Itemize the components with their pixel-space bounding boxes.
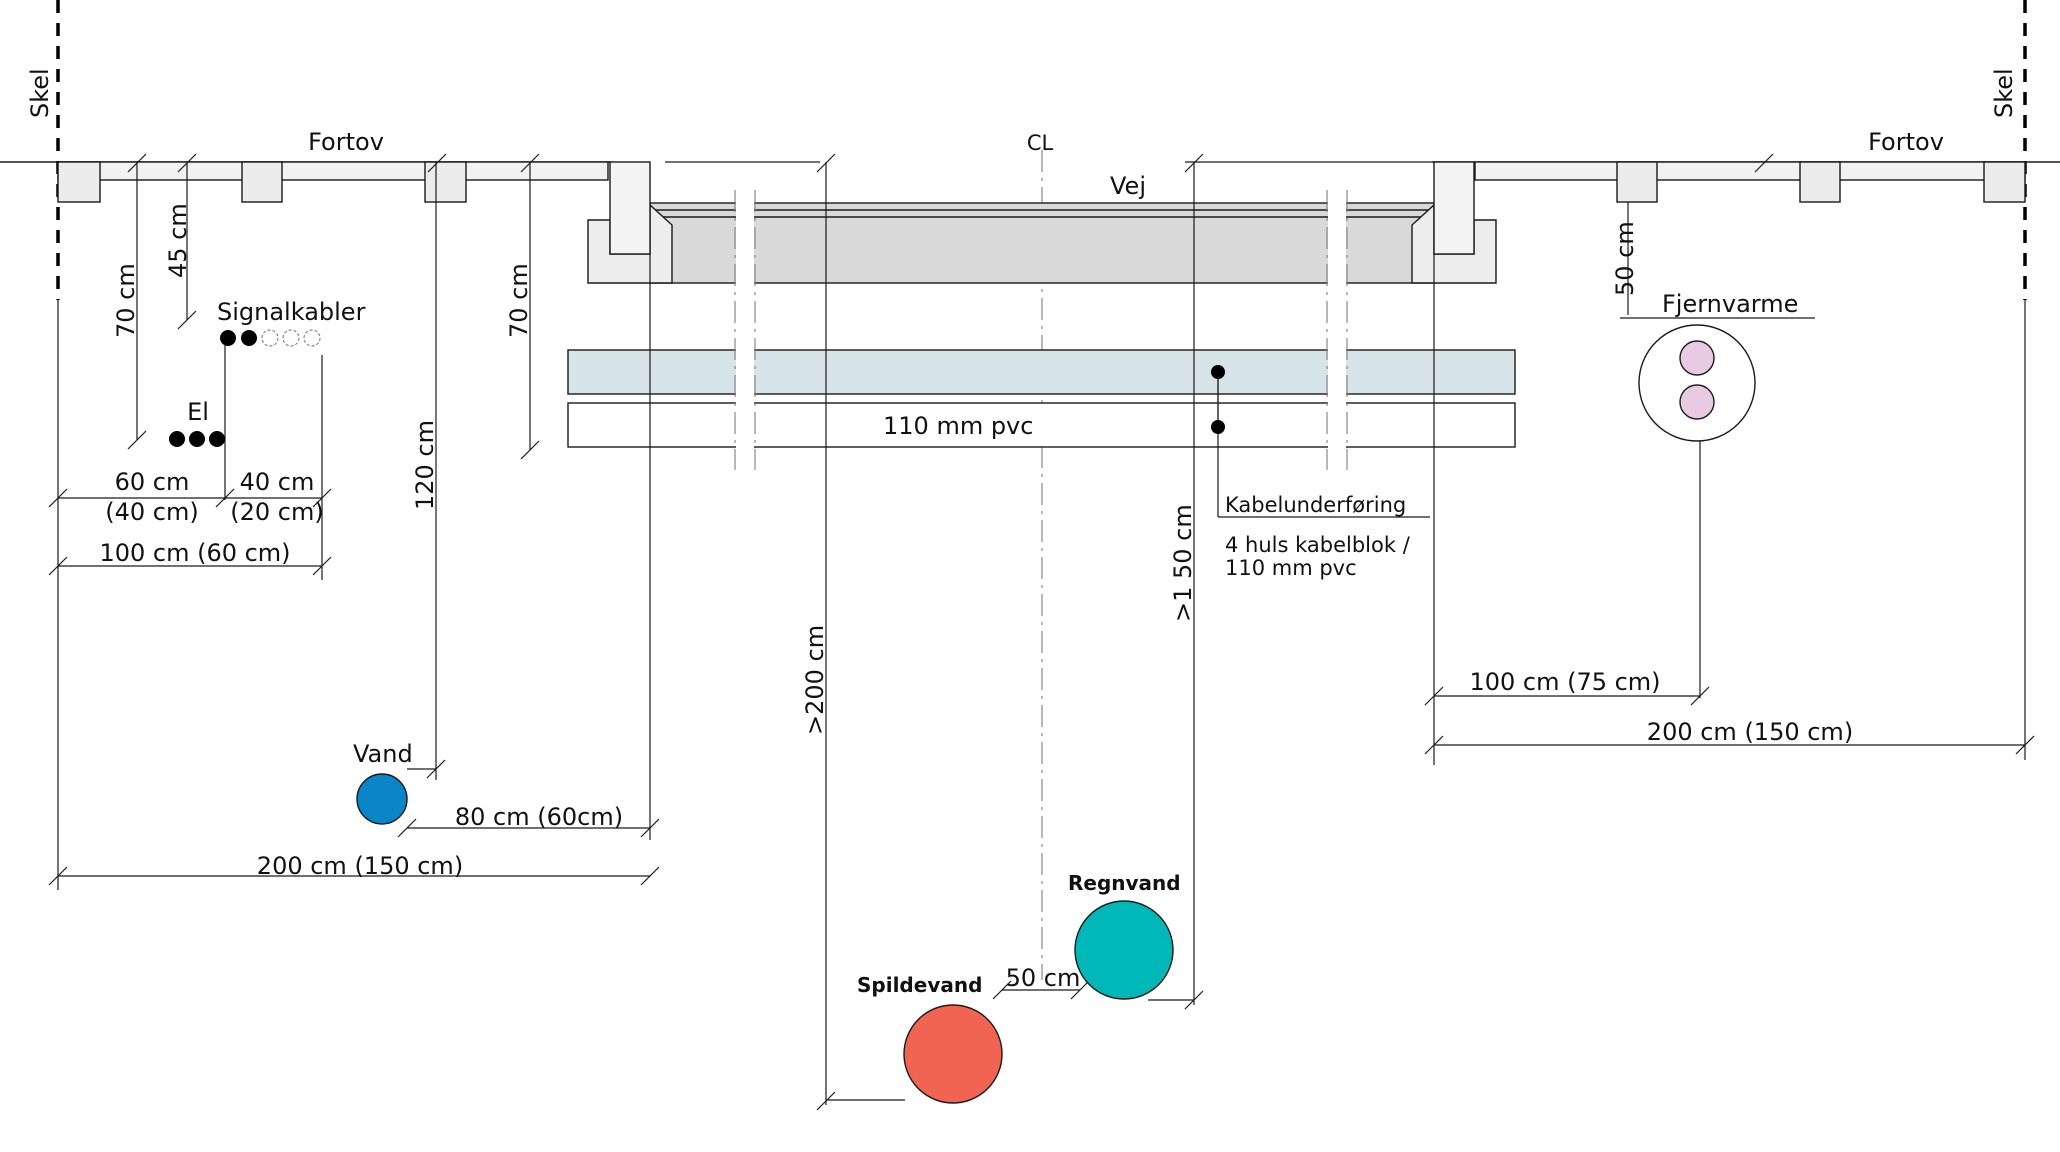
cable-crossing-marker: [1211, 365, 1225, 434]
horizontal-dims: [58, 497, 2025, 991]
dim-70cm-mid: 70 cm: [505, 263, 533, 338]
regnvand-label: Regnvand: [1068, 871, 1181, 895]
fortov-right-label: Fortov: [1868, 128, 1944, 156]
vand-label: Vand: [353, 740, 413, 768]
regnvand-pipe: [1074, 900, 1174, 1000]
dim-60cm: 60 cm: [115, 468, 190, 496]
dim-50cm-pipes: 50 cm: [1006, 964, 1081, 992]
section-break-right: [1326, 190, 1348, 470]
dim-80cm: 80 cm (60cm): [455, 803, 623, 831]
dim-50cm-fjernvarme: 50 cm: [1611, 221, 1639, 296]
dim-40cm: 40 cm: [240, 468, 315, 496]
road-structure: [649, 202, 1436, 284]
kabelblok-label-line2: 110 mm pvc: [1225, 556, 1357, 580]
dimension-ticks: [48, 153, 2035, 1111]
fjernvarme-pipe: [1638, 324, 1756, 442]
el-cables: [169, 431, 225, 447]
dim-40cm-alt: (20 cm): [230, 498, 323, 526]
dim-100cm-right: 100 cm (75 cm): [1469, 668, 1660, 696]
dim-200cm-depth: >200 cm: [801, 625, 829, 735]
skel-left-label: Skel: [26, 68, 54, 118]
fortov-left-label: Fortov: [308, 128, 384, 156]
kabelblok-label-line1: 4 huls kabelblok /: [1225, 533, 1411, 557]
dim-200cm-right: 200 cm (150 cm): [1647, 718, 1853, 746]
curb-left: [587, 161, 673, 284]
pvc-label: 110 mm pvc: [883, 412, 1033, 440]
dim-120cm: 120 cm: [411, 420, 439, 510]
signal-cables: [220, 329, 321, 347]
sidewalk-right: [1474, 161, 2026, 203]
spildevand-label: Spildevand: [857, 973, 982, 997]
cable-block-upper: [567, 349, 1516, 395]
section-break-left: [734, 190, 756, 470]
vej-label: Vej: [1110, 172, 1146, 200]
skel-right-label: Skel: [1990, 68, 2018, 118]
centerline-label: CL: [1027, 131, 1054, 155]
vand-pipe: [356, 773, 408, 825]
spildevand-pipe: [903, 1004, 1003, 1104]
dim-60cm-alt: (40 cm): [105, 498, 198, 526]
dim-100cm-left: 100 cm (60 cm): [99, 539, 290, 567]
dim-45cm: 45 cm: [164, 203, 192, 278]
el-label: El: [187, 398, 209, 426]
fjernvarme-label: Fjernvarme: [1662, 290, 1798, 318]
signalkabler-label: Signalkabler: [217, 298, 366, 326]
dim-70cm-left: 70 cm: [112, 263, 140, 338]
cable-block-lower: [567, 402, 1516, 448]
kabelunderforing-label: Kabelunderføring: [1225, 493, 1406, 517]
curb-right: [1411, 161, 1497, 284]
dim-200cm-left: 200 cm (150 cm): [257, 852, 463, 880]
vertical-guides: [57, 162, 2026, 1105]
dim-150cm-depth: >1 50 cm: [1169, 504, 1197, 622]
